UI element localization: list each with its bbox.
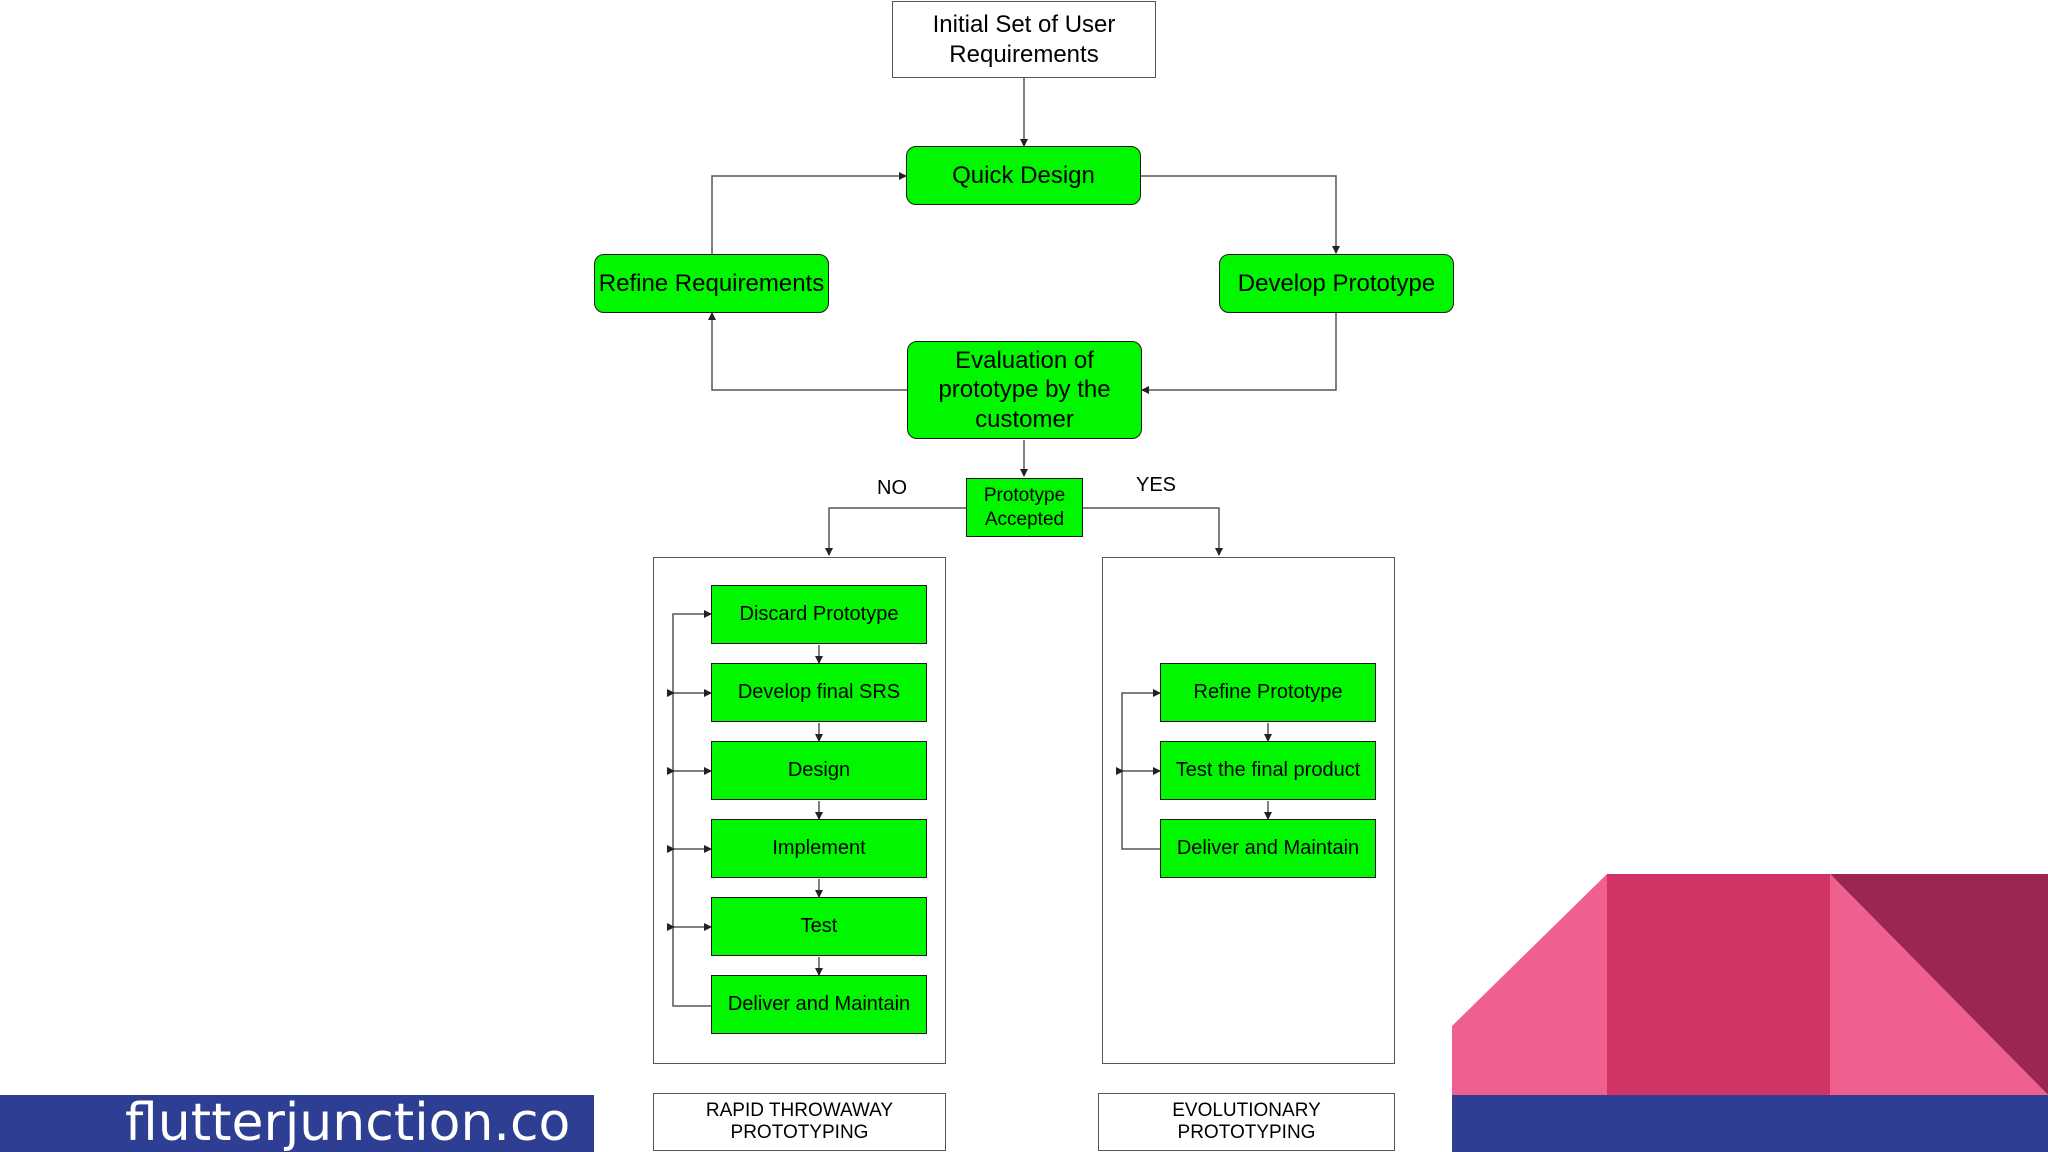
quick-design-node: Quick Design — [906, 146, 1141, 205]
evolutionary-caption: EVOLUTIONARY PROTOTYPING — [1098, 1093, 1395, 1151]
step-design: Design — [711, 741, 927, 800]
throwaway-caption: RAPID THROWAWAY PROTOTYPING — [653, 1093, 946, 1151]
site-banner: flutterjunction.co — [0, 1095, 594, 1152]
arrow-refine-to-quick-design — [711, 172, 907, 254]
arrow-decision-yes — [1082, 507, 1223, 556]
step-refine-prototype: Refine Prototype — [1160, 663, 1376, 722]
arrow-decision-no — [825, 507, 966, 556]
step-deliver-and-maintain: Deliver and Maintain — [711, 975, 927, 1034]
arrow-develop-to-evaluation — [1141, 312, 1337, 394]
throwaway-frame — [653, 557, 946, 1064]
step-implement: Implement — [711, 819, 927, 878]
arrow-quick-design-to-develop — [1141, 175, 1340, 254]
decision-node: Prototype Accepted — [966, 478, 1083, 537]
no-label: NO — [877, 477, 907, 499]
yes-label: YES — [1136, 474, 1177, 496]
step-deliver-and-maintain-evo: Deliver and Maintain — [1160, 819, 1376, 878]
step-test: Test — [711, 897, 927, 956]
step-discard-prototype: Discard Prototype — [711, 585, 927, 644]
site-name: flutterjunction.co — [125, 1095, 571, 1152]
evaluation-node: Evaluation of prototype by the customer — [907, 341, 1142, 439]
start-node: Initial Set of User Requirements — [892, 1, 1156, 78]
refine-requirements-node: Refine Requirements — [594, 254, 829, 313]
evolutionary-frame — [1102, 557, 1395, 1064]
decorative-corner-shapes — [1452, 874, 2048, 1152]
step-test-final-product: Test the final product — [1160, 741, 1376, 800]
step-develop-final-srs: Develop final SRS — [711, 663, 927, 722]
arrow-evaluation-to-refine — [708, 312, 907, 391]
develop-prototype-node: Develop Prototype — [1219, 254, 1454, 313]
